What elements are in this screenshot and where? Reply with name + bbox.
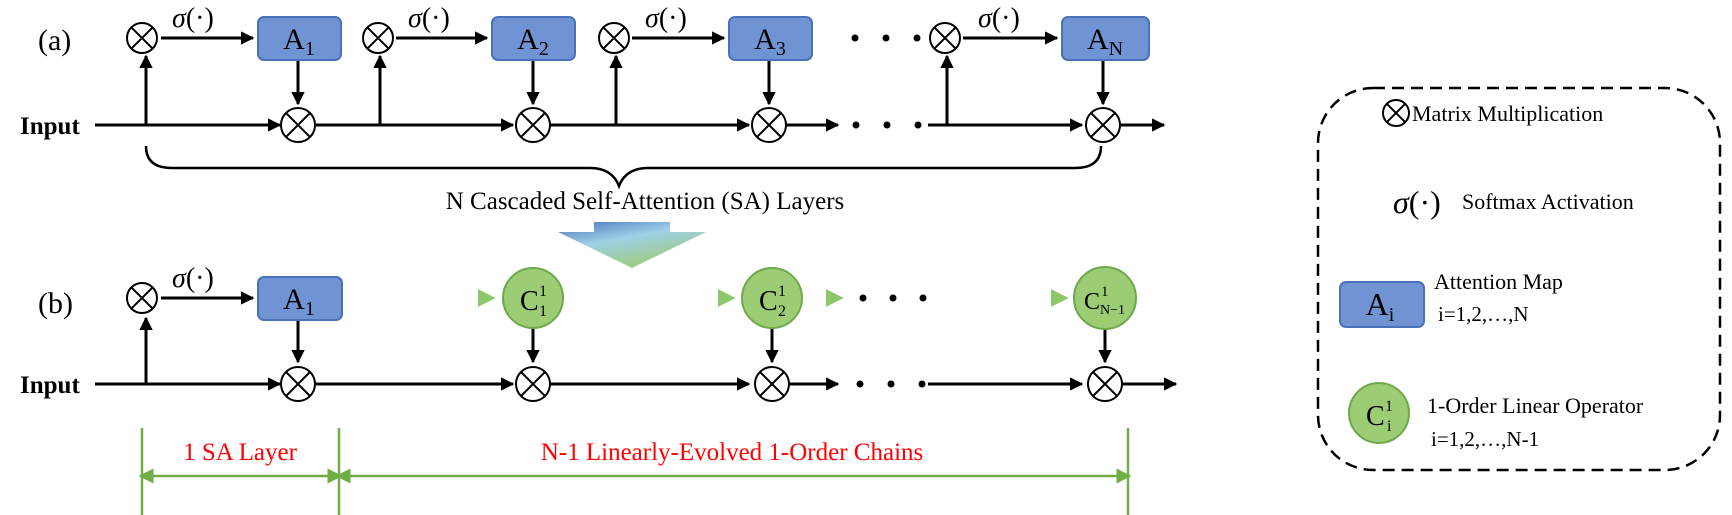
panel-a-softmax-label-1: σ(·) [172,3,214,34]
panel-a-matmul-top-1 [126,22,158,54]
panel-a-softmax-label-4: σ(·) [978,3,1020,34]
svg-text:i: i [1387,418,1392,435]
panel-b-operator-1: C 1 1 [502,267,564,329]
panel-a-matmul-top-2 [362,22,394,54]
span-sa-label: 1 SA Layer [183,439,298,466]
panel-a-input-label: Input [20,113,80,140]
panel-b-matmul-top [126,282,158,314]
panel-a-brace [144,145,1103,190]
panel-a-attention-map-1: A1 [257,16,342,61]
panel-a-attention-map-4: AN [1061,16,1150,61]
svg-text:1: 1 [539,283,547,300]
panel-a-softmax-label-3: σ(·) [645,3,687,34]
panel-b-matmul-bottom-2 [515,366,551,402]
panel-b-softmax-label: σ(·) [172,263,214,294]
svg-text:A2: A2 [517,23,549,60]
svg-text:C: C [520,286,539,317]
panel-b-label: (b) [38,287,73,320]
legend-attention-text: Attention Map [1434,269,1563,294]
svg-text:A3: A3 [754,23,786,60]
legend-operator-range: i=1,2,…,N-1 [1431,427,1539,451]
panel-b-ellipsis-dots [856,294,927,388]
svg-text:C: C [1366,401,1385,432]
panel-a-ellipsis-dots [851,34,922,129]
legend-softmax-symbol: σ(·) [1393,184,1441,220]
legend: Matrix Multiplication σ(·) Softmax Activ… [1316,86,1722,472]
svg-text:1: 1 [539,303,547,320]
legend-operator-icon: C 1 i [1348,382,1410,444]
panel-b-operator-n-1: C 1 N−1 [1073,266,1137,330]
svg-text:A1: A1 [283,23,315,60]
panel-a-brace-label: N Cascaded Self-Attention (SA) Layers [446,188,845,215]
panel-a-matmul-bottom-1 [280,107,316,143]
svg-text:2: 2 [778,303,786,320]
svg-text:C: C [759,286,778,317]
panel-a-matmul-bottom-4 [1085,107,1121,143]
panel-a-matmul-bottom-3 [751,107,787,143]
svg-text:A1: A1 [283,283,315,320]
panel-a-label: (a) [38,24,71,57]
legend-operator-text: 1-Order Linear Operator [1427,393,1644,418]
panel-b-operator-2: C 1 2 [741,267,803,329]
span-chains-label: N-1 Linearly-Evolved 1-Order Chains [541,439,924,466]
panel-b: (b) Input [20,263,1178,515]
panel-a-attention-map-3: A3 [728,16,813,61]
panel-a-matmul-top-3 [598,22,630,54]
panel-b-attention-map-1: A1 [257,276,343,321]
svg-text:N−1: N−1 [1100,303,1125,318]
legend-matmul-text: Matrix Multiplication [1412,101,1603,126]
legend-frame [1316,86,1722,472]
panel-b-matmul-bottom-1 [280,366,316,402]
panel-b-input-label: Input [20,372,80,399]
panel-a-matmul-top-4 [929,22,961,54]
panel-b-matmul-bottom-4 [1087,366,1123,402]
panel-a-matmul-bottom-2 [515,107,551,143]
legend-attention-range: i=1,2,…,N [1438,302,1529,326]
panel-b-span-lines [138,428,1132,515]
svg-text:1: 1 [1385,398,1393,415]
panel-a-attention-map-2: A2 [491,16,576,61]
transition-arrow [558,222,706,268]
legend-matmul-icon [1382,99,1410,127]
legend-softmax-text: Softmax Activation [1462,189,1634,214]
legend-attention-icon: Ai [1339,281,1425,328]
svg-text:C: C [1084,289,1100,315]
svg-text:AN: AN [1087,23,1123,60]
svg-text:1: 1 [1101,284,1109,300]
svg-text:1: 1 [778,283,786,300]
panel-a-softmax-label-2: σ(·) [408,3,450,34]
svg-text:Ai: Ai [1366,286,1395,326]
panel-b-matmul-bottom-3 [754,366,790,402]
panel-a: (a) Input [20,3,1166,215]
panel-a-branches [139,31,1110,125]
